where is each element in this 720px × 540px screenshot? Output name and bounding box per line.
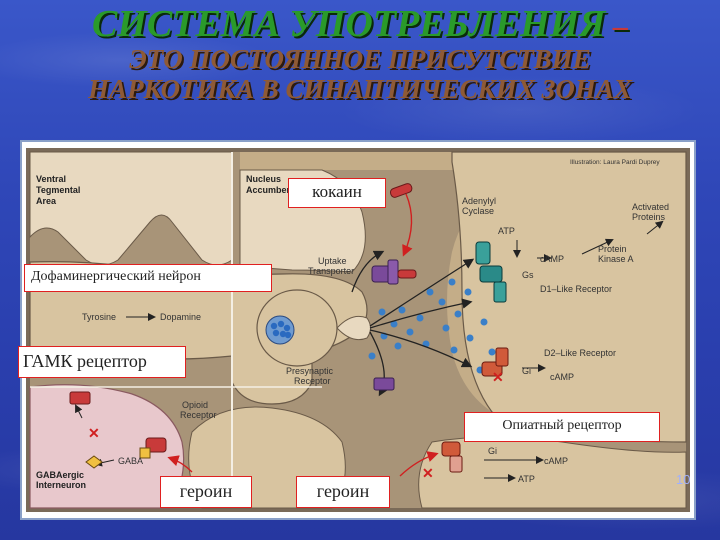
presynaptic-receptor-shape [373, 377, 395, 391]
slide-subtitle: ЭТО ПОСТОЯННОЕ ПРИСУТСТВИЕ НАРКОТИКА В С… [0, 44, 720, 104]
gabaergic-label-1: GABAergic [36, 470, 84, 480]
subtitle-line2: НАРКОТИКА В СИНАПТИЧЕСКИХ ЗОНАХ [88, 74, 632, 104]
gi-mid-label: Gi [522, 366, 531, 376]
heroin-label-right: героин [296, 476, 390, 508]
svg-text:✕: ✕ [88, 425, 100, 441]
heroin-label-left: героин [160, 476, 252, 508]
nacc-label-2: Accumbens [246, 185, 297, 195]
pka-label-1: Protein [598, 244, 627, 254]
tyrosine-label: Tyrosine [82, 312, 116, 322]
gi-bottom-label: Gi [488, 446, 497, 456]
activated-label-1: Activated [632, 202, 669, 212]
dopamine-molecules [368, 278, 496, 374]
gaba-label: GABA [118, 456, 143, 466]
nacc-label-1: Nucleus [246, 174, 281, 184]
vta-label-3: Area [36, 196, 57, 206]
title-line1: СИСТЕМА УПОТРЕБЛЕНИЯ [91, 3, 606, 45]
synapse-figure: ✕ ✕ ✕ Illustration: Laura Pardi Duprey V… [18, 140, 696, 520]
cocaine-molecule [389, 183, 413, 198]
adenylyl-label-1: Adenylyl [462, 196, 496, 206]
subtitle-line1: ЭТО ПОСТОЯННОЕ ПРИСУТСТВИЕ [129, 44, 591, 74]
atp-bottom-label: ATP [518, 474, 535, 484]
opioid-label-1: Opioid [182, 400, 208, 410]
adenylyl-label-2: Cyclase [462, 206, 494, 216]
gabaergic-label-2: Interneuron [36, 480, 86, 490]
activated-label-2: Proteins [632, 212, 666, 222]
page-number: 10 [676, 472, 691, 487]
gaba-receptor-shape [69, 391, 91, 405]
vta-label-2: Tegmental [36, 185, 80, 195]
d1-receptor-shape [479, 265, 503, 283]
dopaminergic-neuron-label: Дофаминергический нейрон [24, 264, 272, 292]
opioid-label-2: Receptor [180, 410, 217, 420]
uptake-label-1: Uptake [318, 256, 347, 266]
pka-label-2: Kinase A [598, 254, 634, 264]
d2-receptor-label: D2–Like Receptor [544, 348, 616, 358]
dopamine-vesicle [265, 315, 295, 345]
slide-title: СИСТЕМА УПОТРЕБЛЕНИЯ – [0, 2, 720, 46]
d1-receptor-label: D1–Like Receptor [540, 284, 612, 294]
camp-bottom-label: cAMP [544, 456, 568, 466]
cocaine-label: кокаин [288, 178, 386, 208]
vta-label-1: Ventral [36, 174, 66, 184]
gs-label: Gs [522, 270, 534, 280]
opiate-receptor-label: Опиатный рецептор [464, 412, 660, 442]
gaba-receptor-label: ГАМК рецептор [18, 346, 186, 378]
opiate-receptor-shape [441, 441, 461, 457]
svg-text:✕: ✕ [492, 369, 504, 385]
camp-top-label: cAMP [540, 254, 564, 264]
uptake-label-2: Transporter [308, 266, 354, 276]
title-dash: – [605, 10, 628, 43]
camp-mid-label: cAMP [550, 372, 574, 382]
dopamine-label: Dopamine [160, 312, 201, 322]
presynaptic-label-1: Presynaptic [286, 366, 334, 376]
atp-top-label: ATP [498, 226, 515, 236]
svg-text:✕: ✕ [422, 465, 434, 481]
illustration-credit: Illustration: Laura Pardi Duprey [570, 159, 660, 166]
synapse-diagram: ✕ ✕ ✕ Illustration: Laura Pardi Duprey V… [26, 148, 690, 512]
presynaptic-label-2: Receptor [294, 376, 331, 386]
opioid-receptor-shape [145, 437, 167, 453]
